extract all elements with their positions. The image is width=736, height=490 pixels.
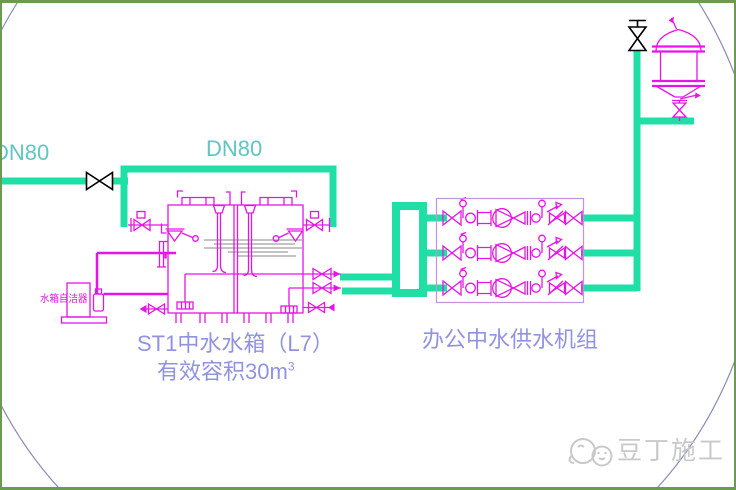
pipe-size-label-top: DN80 <box>206 136 263 161</box>
tank-capacity-exponent: 3 <box>287 359 295 374</box>
pump-outlet-stubs <box>581 214 637 292</box>
pump-unit-1 <box>442 196 583 228</box>
vessel-cone <box>655 85 702 98</box>
self-cleaner-label: 水箱自洁器 <box>40 294 88 305</box>
dn80-piping <box>0 48 694 297</box>
vessel-flanges <box>652 45 705 88</box>
outlet-pipe-1-valve <box>185 267 341 281</box>
self-cleaner-cartridge <box>92 293 105 312</box>
float-valve-right-icon <box>278 228 304 243</box>
main-shutoff-valves <box>85 19 648 191</box>
tank-outlet-pipes <box>340 273 400 295</box>
pipe-size-label-left: DN80 <box>0 140 50 165</box>
tank-body <box>167 204 304 314</box>
pump-group-label: 办公中水供水机组 <box>422 327 599 352</box>
strainer-riser-2 <box>284 288 295 313</box>
pump-unit-2 <box>442 231 583 263</box>
tank-support-ticks <box>175 313 294 323</box>
vent-arrow <box>668 16 674 23</box>
drain-arrow <box>328 303 335 312</box>
pump-skid-outline <box>435 197 585 304</box>
strainer-riser-1 <box>180 274 191 309</box>
self-cleaner-base <box>60 316 108 324</box>
vessel-outlet <box>672 94 698 121</box>
riser-valve-handle <box>629 19 646 27</box>
drain-valve-left <box>146 302 168 316</box>
tank-divider <box>233 205 239 313</box>
vessel-dome <box>655 28 702 52</box>
inlet-valve-left <box>128 218 168 232</box>
self-cleaner-device <box>60 251 176 324</box>
tank-inlet-loop-pipe <box>120 165 337 227</box>
drain-arrow <box>139 305 147 313</box>
pump-unit-3 <box>442 266 583 298</box>
watermark-text: 豆丁施工 <box>617 437 726 465</box>
lever-arrow <box>695 92 701 99</box>
water-level-lines <box>204 239 302 257</box>
watermark-logo-icon <box>568 438 613 467</box>
water-tank-drawing <box>128 190 341 323</box>
pressure-vessel <box>652 16 705 121</box>
drop-pipe-1 <box>212 204 227 274</box>
drop-pipe-2 <box>243 204 258 278</box>
vent-stubs <box>226 191 246 205</box>
flow-arrow <box>333 270 341 278</box>
tank-capacity-text: 有效容积30m <box>157 359 288 384</box>
self-cleaner-cap <box>94 288 103 295</box>
float-ball-right <box>272 235 280 242</box>
float-valve-left-icon <box>160 223 193 243</box>
flow-arrow <box>333 284 341 292</box>
inlet-actuator-left <box>136 210 146 219</box>
gate-valve-icon <box>98 171 114 191</box>
suction-manifold <box>392 202 427 297</box>
vessel-valve-icon <box>671 102 688 118</box>
tank-name-label: ST1中水水箱（L7） <box>137 331 334 356</box>
riser-valve-icon <box>627 26 648 40</box>
inlet-actuator-right <box>309 210 320 219</box>
vessel-shell <box>659 51 698 81</box>
magenta-linework <box>60 16 705 324</box>
self-cleaner-pipes <box>95 251 176 296</box>
float-ball-left <box>192 235 199 242</box>
inlet-valve-right <box>303 218 331 232</box>
tank-capacity-label: 有效容积30m3 <box>157 359 295 384</box>
tank-cover-left <box>176 190 215 205</box>
tank-cover-right <box>259 190 298 205</box>
riser-valve-icon <box>627 37 648 52</box>
gate-valve-icon <box>85 171 101 191</box>
outlet-pipe-2-valve <box>289 281 341 295</box>
